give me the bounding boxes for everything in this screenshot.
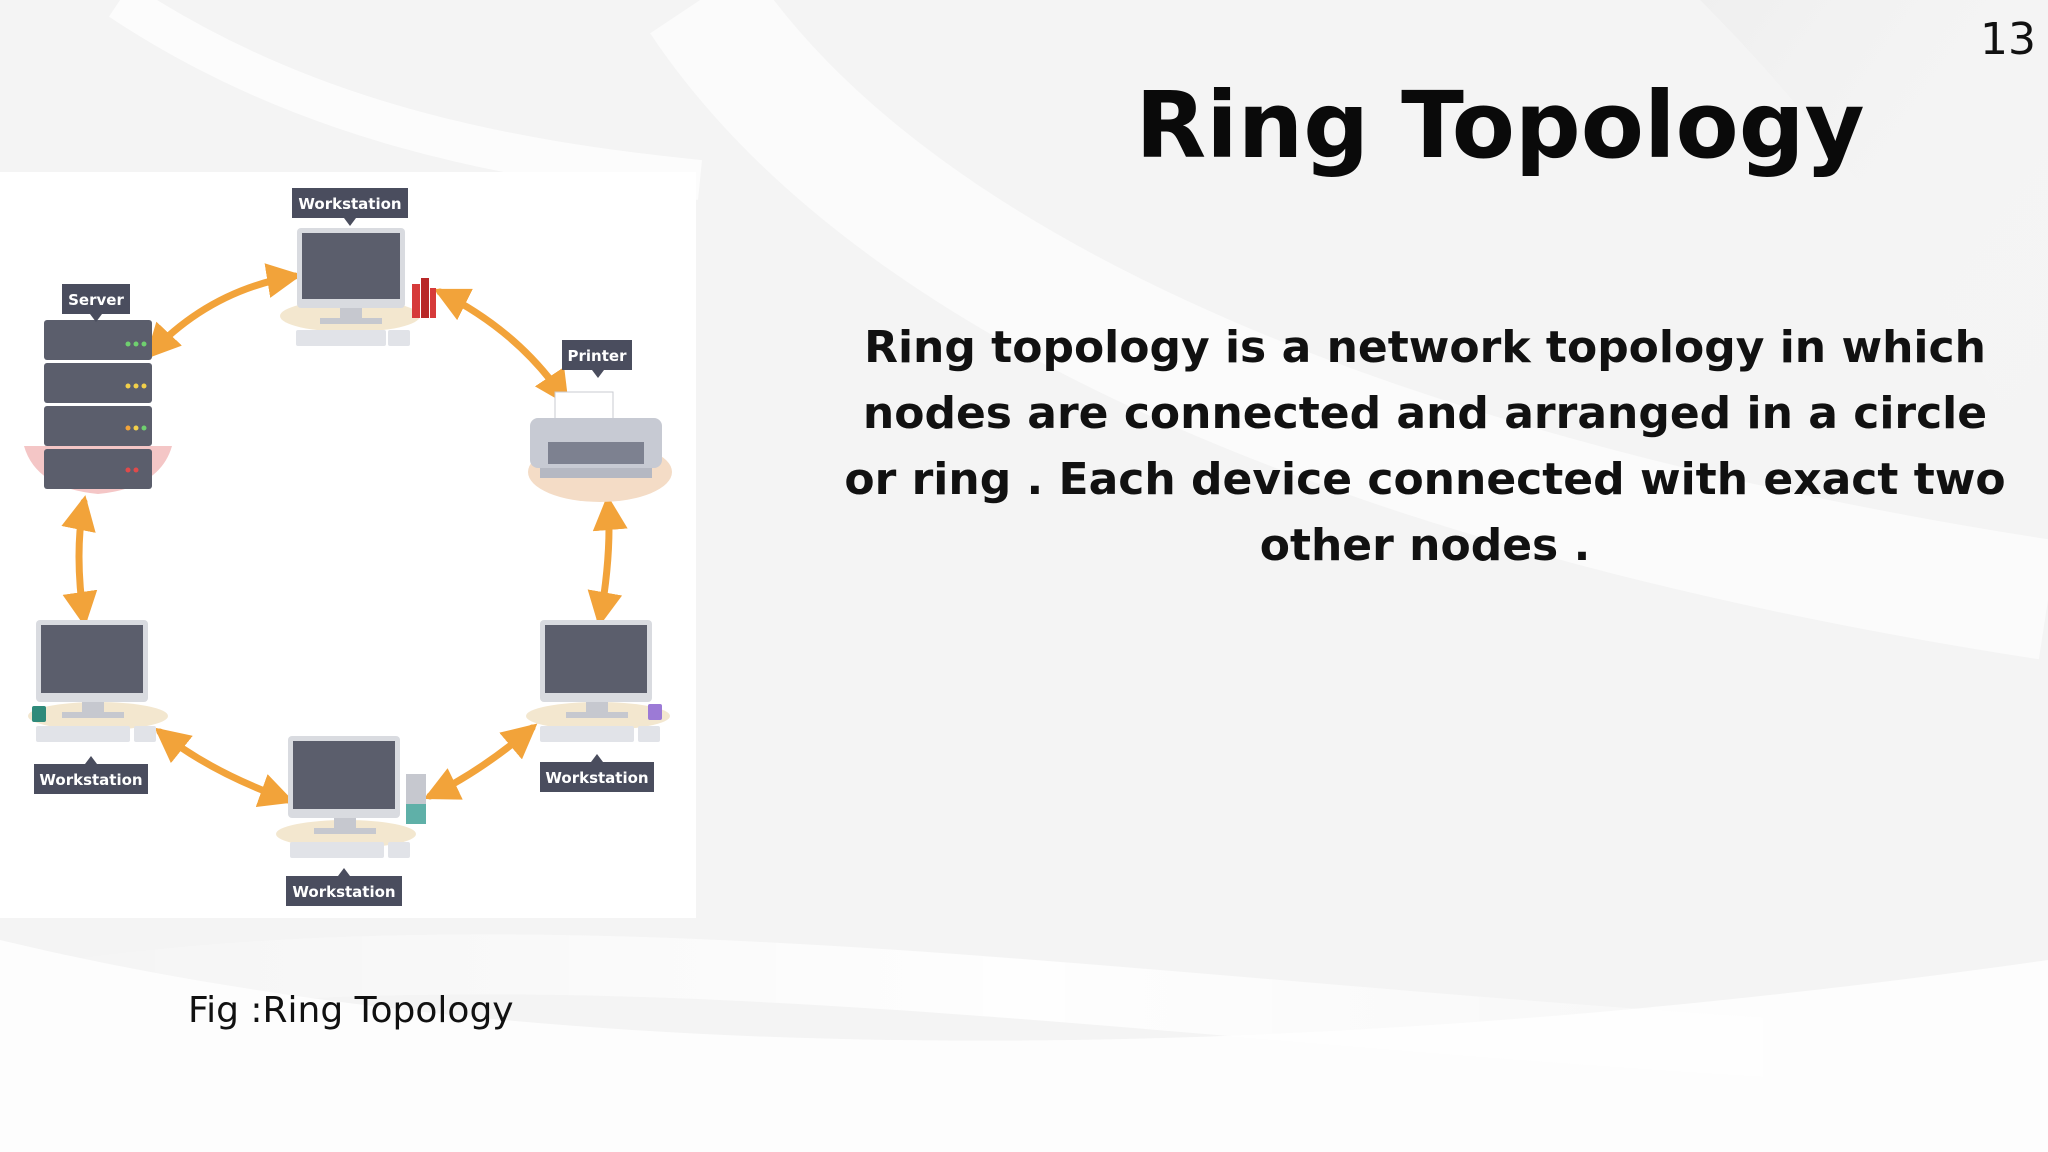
label-printer: Printer	[562, 340, 632, 378]
node-printer	[528, 391, 672, 502]
edge-server-workstation-top	[145, 263, 302, 360]
label-workstation-bottom: Workstation	[286, 868, 402, 906]
figure-caption: Fig :Ring Topology	[188, 990, 514, 1031]
label-server: Server	[62, 284, 130, 322]
edge-workstation-top-printer	[433, 288, 569, 406]
label-workstation-left: Workstation	[34, 756, 148, 794]
label-workstation-right-text: Workstation	[545, 769, 648, 787]
ring-connections	[61, 263, 628, 808]
label-server-text: Server	[68, 291, 124, 309]
node-server	[24, 320, 172, 494]
edge-workstation-left-server	[61, 495, 98, 627]
label-workstation-top-text: Workstation	[298, 195, 401, 213]
slide-title: Ring Topology	[1135, 72, 1865, 179]
label-workstation-right: Workstation	[540, 754, 654, 792]
ring-topology-figure: Workstation Printer Server Workstation W…	[0, 172, 696, 918]
label-printer-text: Printer	[568, 347, 628, 365]
edge-printer-workstation-right	[587, 495, 628, 627]
node-workstation-top	[280, 228, 436, 346]
edge-workstation-right-workstation-bottom	[423, 723, 538, 800]
label-workstation-top: Workstation	[292, 188, 408, 226]
label-workstation-bottom-text: Workstation	[292, 883, 395, 901]
node-workstation-left	[28, 620, 168, 742]
node-workstation-bottom	[276, 736, 426, 858]
slide-description: Ring topology is a network topology in w…	[844, 322, 2006, 571]
node-workstation-right	[526, 620, 670, 742]
label-workstation-left-text: Workstation	[39, 771, 142, 789]
edge-workstation-bottom-workstation-left	[154, 727, 295, 808]
page-number: 13	[1980, 14, 2036, 65]
